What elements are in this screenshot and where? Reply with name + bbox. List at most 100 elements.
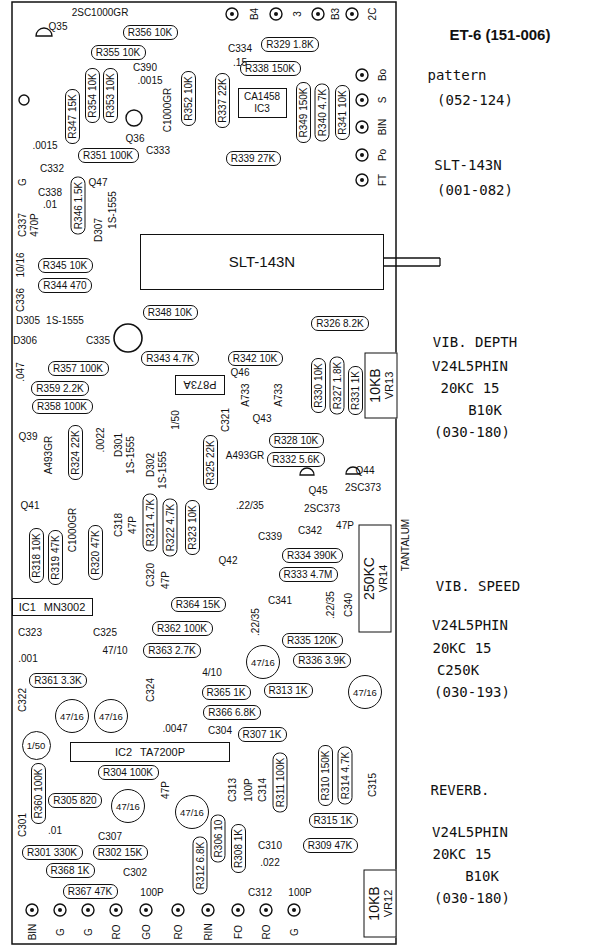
silkscreen-label: C338 <box>38 187 62 198</box>
silkscreen-label: .01 <box>43 199 57 210</box>
silkscreen-label: C332 <box>40 163 64 174</box>
resistor-outline: R324 22K <box>68 425 83 480</box>
part-label: R346 1.5K <box>73 181 84 228</box>
silkscreen-label: RO <box>173 925 184 940</box>
mounting-hole <box>19 95 29 105</box>
silkscreen-label: G <box>55 928 66 936</box>
silkscreen-label: C1000GR <box>162 88 173 132</box>
part-label: R328 10K <box>274 435 318 446</box>
silkscreen-label: D301 <box>113 433 124 457</box>
silkscreen-label: C315 <box>367 773 378 797</box>
part-note: B10K <box>468 402 502 419</box>
part-label: R359 2.2K <box>36 383 83 394</box>
part-label: TA7200P <box>140 746 185 759</box>
silkscreen-label: G <box>83 928 94 936</box>
part-label: R336 3.9K <box>298 655 345 666</box>
resistor-outline: R364 15K <box>171 597 226 612</box>
silkscreen-label: C304 <box>208 725 232 736</box>
part-label: R312 6.8K <box>195 841 206 888</box>
silkscreen-label: 47P <box>160 571 171 589</box>
part-label: 47/16 <box>180 807 204 818</box>
silkscreen-label: C322 <box>17 688 28 712</box>
resistor-outline: R360 100K <box>31 763 46 824</box>
silkscreen-label: C333 <box>146 145 170 156</box>
silkscreen-label: .22/35 <box>325 591 336 619</box>
resistor-outline: R308 1K <box>231 824 246 873</box>
part-label: R304 100K <box>103 767 153 778</box>
silkscreen-label: C340 <box>343 593 354 617</box>
part-label: IC3 <box>254 103 270 115</box>
resistor-outline: R354 10K <box>85 68 100 123</box>
part-note: (030-193) <box>434 684 510 701</box>
silkscreen-label: C339 <box>258 531 282 542</box>
silkscreen-label: 1S-1555 <box>125 436 136 474</box>
part-label: SLT-143N <box>229 253 295 271</box>
part-note: V24L5PHIN <box>432 617 508 634</box>
silkscreen-label: C341 <box>268 595 292 606</box>
silkscreen-label: B3 <box>330 8 341 20</box>
resistor-outline: R365 1K <box>202 685 251 700</box>
reverb-unit: SLT-143N <box>140 234 384 290</box>
part-note: (030-180) <box>434 890 510 907</box>
resistor-outline: R315 1K <box>309 813 358 828</box>
part-label: R325 22K <box>205 440 216 484</box>
part-label: R355 10K <box>96 47 140 58</box>
resistor-outline: R340 4.7K <box>315 83 330 141</box>
silkscreen-label: C335 <box>86 335 110 346</box>
part-label: R352 10K <box>183 76 194 120</box>
part-label: R322 4.7K <box>165 503 176 550</box>
resistor-outline: R332 5.6K <box>267 452 325 467</box>
silkscreen-label: RIN <box>203 923 214 940</box>
silkscreen-label: A493GR <box>226 450 264 461</box>
capacitor-outline: 47/16 <box>246 645 280 679</box>
ic-package: P873A <box>175 375 225 395</box>
part-label: R311 100K <box>275 757 286 806</box>
resistor-outline: R345 10K <box>38 258 93 273</box>
part-label: R308 1K <box>233 829 244 868</box>
silkscreen-label: Q41 <box>21 500 40 511</box>
resistor-outline: R329 1.8K <box>261 37 319 52</box>
part-note: VIB. DEPTH <box>433 334 517 351</box>
part-label: R351 100K <box>83 150 133 161</box>
silkscreen-label: D305 <box>16 315 40 326</box>
potentiometer-outline: 10KBVR12 <box>364 869 397 937</box>
capacitor-outline: 47/16 <box>175 795 209 829</box>
part-label: 47/16 <box>60 711 84 722</box>
silkscreen-label: S <box>377 97 388 104</box>
silkscreen-label: C336 <box>15 288 26 312</box>
resistor-outline: R348 10K <box>143 305 198 320</box>
resistor-outline: R335 120K <box>282 633 343 648</box>
silkscreen-label: BIN <box>377 119 388 136</box>
silkscreen-label: .0015 <box>32 140 57 151</box>
part-note: SLT-143N <box>434 157 501 174</box>
part-label: R324 22K <box>70 430 81 474</box>
ic-package: IC2TA7200P <box>70 742 230 762</box>
ic-package: IC1MN3002 <box>12 598 93 616</box>
silkscreen-label: FT <box>377 174 388 186</box>
part-note: 20KC 15 <box>440 380 499 397</box>
silkscreen-label: C301 <box>17 813 28 837</box>
part-label: VR12 <box>382 889 395 917</box>
capacitor-outline: 47/16 <box>94 699 128 733</box>
part-label: VR13 <box>383 371 396 399</box>
silkscreen-label: D302 <box>145 453 156 477</box>
silkscreen-label: 1S-1555 <box>107 191 118 229</box>
silkscreen-label: 10/16 <box>15 252 26 277</box>
resistor-outline: R319 47K <box>48 530 63 585</box>
silkscreen-label: C337 <box>17 213 28 237</box>
silkscreen-label: TANTALUM <box>400 519 411 571</box>
silkscreen-label: 1S-1555 <box>46 315 84 326</box>
part-label: R342 10K <box>233 353 277 364</box>
silkscreen-label: Q43 <box>253 413 272 424</box>
resistor-outline: R320 47K <box>88 525 103 580</box>
part-label: 47/16 <box>353 687 377 698</box>
part-label: R318 10K <box>31 533 42 577</box>
resistor-outline: R337 22K <box>215 73 230 128</box>
resistor-outline: R313 1K <box>264 683 313 698</box>
resistor-outline: R344 470 <box>38 278 92 293</box>
part-label: R302 15K <box>98 847 142 858</box>
part-label: R305 820 <box>53 795 96 806</box>
part-note: (052-124) <box>437 92 513 109</box>
part-note: VIB. SPEED <box>436 578 520 595</box>
silkscreen-label: .15 <box>233 57 247 68</box>
